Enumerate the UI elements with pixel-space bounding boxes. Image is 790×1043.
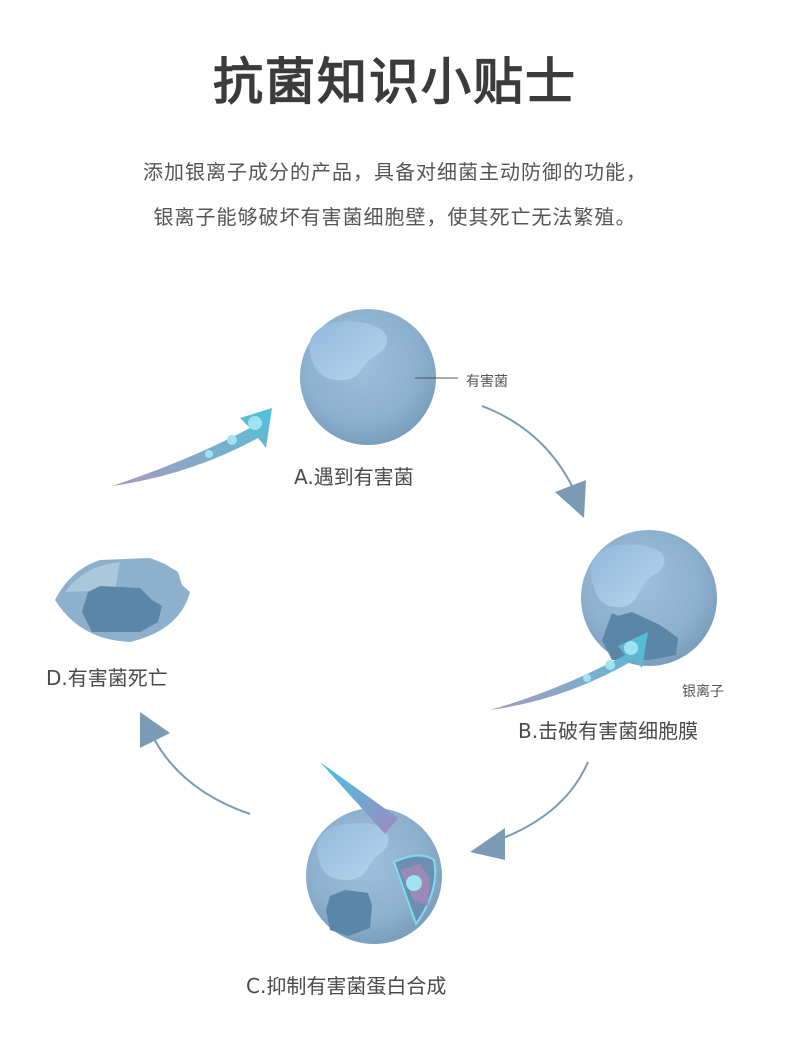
arrow-a-to-b — [481, 405, 586, 518]
arrow-b-to-c — [470, 761, 589, 860]
silver-ion-icon — [205, 450, 213, 458]
silver-ion-swoosh-c — [320, 762, 398, 834]
intro-line-1: 添加银离子成分的产品，具备对细菌主动防御的功能， — [143, 160, 647, 184]
arrow-c-to-d — [140, 712, 251, 815]
silver-ion-callout-label: 银离子 — [682, 684, 724, 700]
silver-ion-icon — [605, 660, 615, 670]
step-b-label: B.击破有害菌细胞膜 — [518, 719, 699, 743]
step-c-label: C.抑制有害菌蛋白合成 — [246, 974, 447, 998]
bacteria-sphere-a — [300, 309, 436, 445]
bacteria-sphere-c — [306, 808, 442, 944]
bacteria-callout-label: 有害菌 — [466, 374, 508, 390]
silver-ion-icon — [624, 641, 638, 655]
silver-ion-icon — [227, 435, 237, 445]
page-title: 抗菌知识小贴士 — [213, 53, 577, 111]
silver-ion-icon — [583, 674, 591, 682]
silver-ion-swoosh-a — [112, 408, 272, 486]
silver-ion-icon — [248, 416, 262, 430]
step-a-label: A.遇到有害菌 — [294, 465, 414, 489]
intro-line-2: 银离子能够破坏有害菌细胞壁，使其死亡无法繁殖。 — [153, 205, 637, 229]
silver-ion-icon — [406, 875, 422, 891]
dead-bacteria-shell — [55, 558, 190, 642]
step-d-label: D.有害菌死亡 — [46, 666, 168, 690]
silver-ion-swoosh-b — [490, 632, 648, 710]
bacteria-sphere-b — [581, 530, 717, 666]
